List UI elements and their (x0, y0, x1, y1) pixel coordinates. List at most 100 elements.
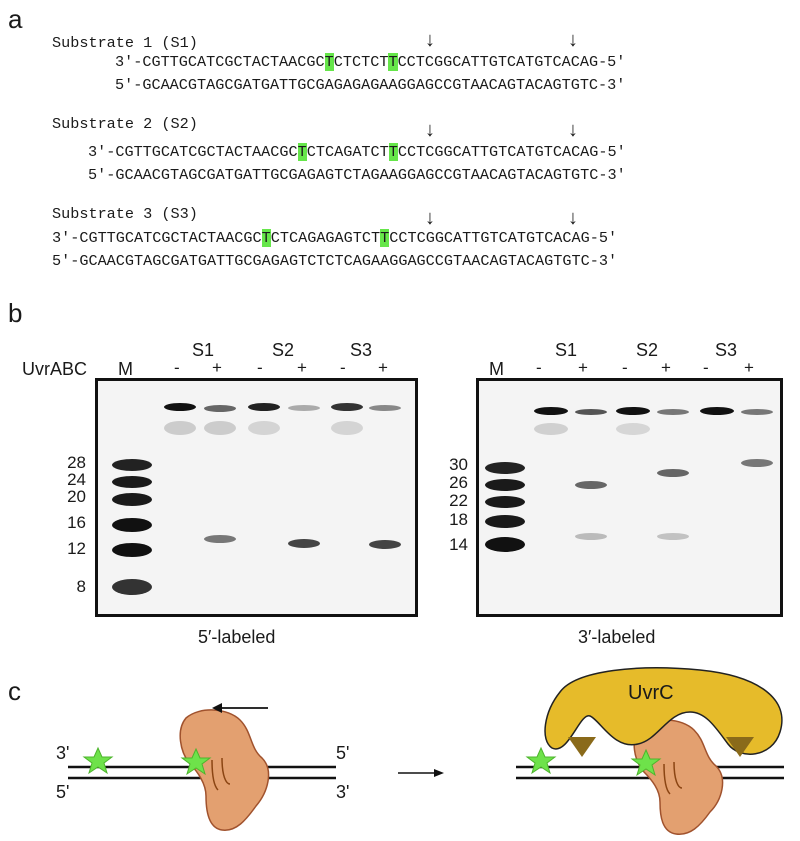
arrow-1b: ↓ (567, 30, 580, 53)
ladder-band (112, 518, 152, 532)
ladder-band (112, 579, 152, 595)
substrate-1-title: Substrate 1 (S1) (52, 34, 198, 52)
right-sign-2: + (578, 358, 588, 377)
strand-end-label-top-right: 5' (336, 743, 350, 763)
ladder-band (112, 543, 152, 557)
smear (331, 421, 363, 435)
thymine-highlight: T (388, 53, 398, 71)
left-sign-4: + (297, 358, 307, 377)
substrate-3-bottom-strand: 5'-GCAACGTAGCGATGATTGCGAGAGTCTCTCAGAAGGA… (52, 252, 618, 270)
right-sign-3: - (622, 358, 628, 377)
product-band (288, 539, 320, 548)
thymine-highlight: T (388, 143, 398, 161)
left-group-s3: S3 (350, 340, 373, 360)
substrate-2-bottom-strand: 5'-GCAACGTAGCGATGATTGCGAGAGTCTAGAAGGAGCC… (88, 166, 626, 184)
faint-band (575, 533, 607, 540)
seq-post: CCTCGGCATTGTCATGTCACAG-5' (397, 143, 626, 161)
left-marker-12: 12 (67, 539, 86, 558)
right-marker-18: 18 (449, 510, 468, 529)
uvrc-label: UvrC (628, 682, 674, 704)
right-gel-marker-lane-label: M (489, 359, 504, 379)
strand-end-label-bottom-right: 3' (336, 782, 350, 802)
faint-band (657, 533, 689, 540)
seq-pre: 3'-CGTTGCATCGCTACTAACGC (52, 229, 262, 247)
uvrabc-row-label: UvrABC (22, 359, 88, 379)
smear (164, 421, 196, 435)
arrow-2b: ↓ (567, 120, 580, 143)
ladder-band (485, 515, 525, 528)
left-sign-3: - (257, 358, 263, 377)
right-gel-image (476, 378, 783, 617)
left-marker-8: 8 (76, 577, 86, 596)
ladder-band (112, 476, 152, 488)
full-length-band (575, 409, 607, 415)
hairpin (663, 761, 683, 795)
full-length-band (204, 405, 236, 412)
ladder-band (485, 496, 525, 508)
thymine-highlight: T (324, 53, 334, 71)
right-marker-26: 26 (449, 473, 468, 492)
uvrb-protein (633, 719, 724, 835)
full-length-band (534, 407, 568, 415)
left-marker-28: 28 (67, 453, 86, 472)
panel-c-diagram (68, 667, 784, 835)
left-gel-image (95, 378, 418, 617)
full-length-band (369, 405, 401, 411)
panel-a-letter: a (8, 4, 23, 34)
full-length-band (700, 407, 734, 415)
substrate-2-title: Substrate 2 (S2) (52, 115, 198, 133)
arrow-1a: ↓ (424, 30, 437, 53)
panel-c-letter: c (8, 676, 21, 706)
ladder-band (485, 479, 525, 491)
arrow-2a: ↓ (424, 120, 437, 143)
fluorophore-star (630, 748, 662, 777)
left-marker-16: 16 (67, 513, 86, 532)
left-sign-1: - (174, 358, 180, 377)
substrate-1-top-strand: 3'-CGTTGCATCGCTACTAACGCTCTCTCTTCCTCGGCAT… (115, 53, 625, 71)
seq-pre: 3'-CGTTGCATCGCTACTAACGC (115, 53, 325, 71)
left-gel-caption: 5′-labeled (198, 627, 276, 647)
arrow-head (434, 769, 444, 777)
seq-mid: CTCAGATCT (306, 143, 389, 161)
seq-mid: CTCTCT (333, 53, 389, 71)
full-length-band (288, 405, 320, 411)
hairpin (211, 757, 231, 791)
ladder-band (112, 459, 152, 471)
strand-end-label-bottom-left: 5' (56, 782, 70, 802)
full-length-band (657, 409, 689, 415)
ladder-band (485, 462, 525, 474)
full-length-band (616, 407, 650, 415)
left-sign-6: + (378, 358, 388, 377)
product-band (741, 459, 773, 467)
substrate-2-top-strand: 3'-CGTTGCATCGCTACTAACGCTCTCAGATCTTCCTCGG… (88, 143, 626, 161)
left-sign-5: - (340, 358, 346, 377)
right-sign-5: - (703, 358, 709, 377)
smear (204, 421, 236, 435)
arrow-3a: ↓ (424, 208, 437, 231)
full-length-band (331, 403, 363, 411)
uvrc-cut-site (726, 737, 754, 757)
product-band (369, 540, 401, 549)
right-sign-6: + (744, 358, 754, 377)
right-group-s2: S2 (636, 340, 659, 360)
arrow-head (212, 703, 222, 713)
strand-end-label-top-left: 3' (56, 743, 70, 763)
full-length-band (248, 403, 280, 411)
left-marker-24: 24 (67, 470, 86, 489)
left-marker-20: 20 (67, 487, 86, 506)
right-marker-14: 14 (449, 535, 468, 554)
smear (248, 421, 280, 435)
ladder-band (485, 537, 525, 552)
fluorophore-star (82, 746, 114, 775)
right-marker-30: 30 (449, 455, 468, 474)
product-band (657, 469, 689, 477)
arrow-3b: ↓ (567, 208, 580, 231)
right-marker-22: 22 (449, 491, 468, 510)
product-band (575, 481, 607, 489)
substrate-1-bottom-strand: 5'-GCAACGTAGCGATGATTGCGAGAGAGAAGGAGCCGTA… (115, 76, 626, 94)
thymine-highlight: T (261, 229, 271, 247)
right-group-s1: S1 (555, 340, 578, 360)
seq-post: CCTCGGCATTGTCATGTCACAG-5' (389, 229, 618, 247)
seq-pre: 3'-CGTTGCATCGCTACTAACGC (88, 143, 298, 161)
right-sign-1: - (536, 358, 542, 377)
